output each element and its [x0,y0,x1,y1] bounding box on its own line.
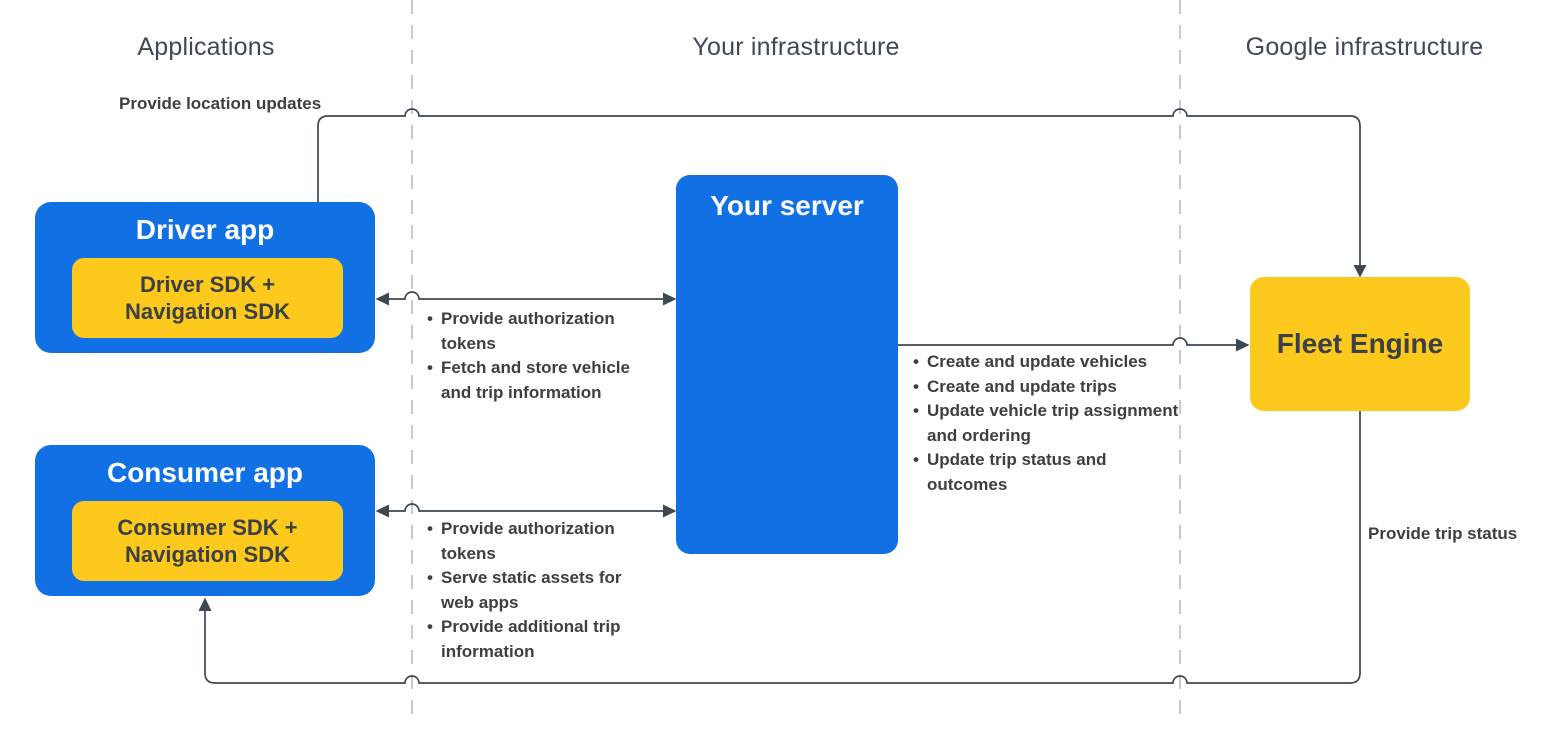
edge-label-provide-trip-status: Provide trip status [1368,524,1518,543]
bullet-item: Update vehicle trip assignment and order… [913,399,1181,448]
bullet-item: Create and update vehicles [913,350,1181,375]
edge-bullets-server-fleet: Create and update vehiclesCreate and upd… [913,350,1181,497]
bullet-item: Serve static assets for web apps [427,566,633,615]
arrowhead-into-consumer-bottom [198,597,212,611]
fleet-engine-node: Fleet Engine [1250,277,1470,411]
bullet-item: Provide authorization tokens [427,307,643,356]
edge-bullets-consumer-server: Provide authorization tokensServe static… [427,517,633,664]
edge-consumer-server-line [384,503,668,512]
driver-sdk-box: Driver SDK + Navigation SDK [72,258,343,338]
edge-bullets-driver-server: Provide authorization tokensFetch and st… [427,307,643,405]
bullet-item: Create and update trips [913,375,1181,400]
bullet-item: Provide authorization tokens [427,517,633,566]
arrowhead-into-fleet-top [1353,265,1367,278]
arrowhead-into-consumer-side [375,504,389,518]
edge-driver-server-line [384,291,668,300]
your-server-title: Your server [710,190,864,221]
bullet-item: Provide additional trip information [427,615,633,664]
consumer-app-node: Consumer app Consumer SDK + Navigation S… [35,445,375,596]
driver-app-node: Driver app Driver SDK + Navigation SDK [35,202,375,353]
edge-server-to-fleet-line [898,337,1242,346]
arrowhead-into-server-lower [663,504,677,518]
bullet-item: Update trip status and outcomes [913,448,1181,497]
arrowhead-into-fleet-left [1236,338,1250,352]
arrowhead-into-server-upper [663,292,677,306]
driver-app-title: Driver app [135,214,275,245]
edge-label-provide-location-updates: Provide location updates [119,94,322,113]
column-header-applications: Applications [137,33,275,61]
arrowhead-into-driver [375,292,389,306]
bullet-item: Fetch and store vehicle and trip informa… [427,356,643,405]
column-header-your-infrastructure: Your infrastructure [692,33,900,61]
consumer-app-title: Consumer app [106,457,304,488]
your-server-node: Your server [676,175,898,554]
consumer-sdk-box: Consumer SDK + Navigation SDK [72,501,343,581]
column-header-google-infrastructure: Google infrastructure [1245,33,1484,61]
